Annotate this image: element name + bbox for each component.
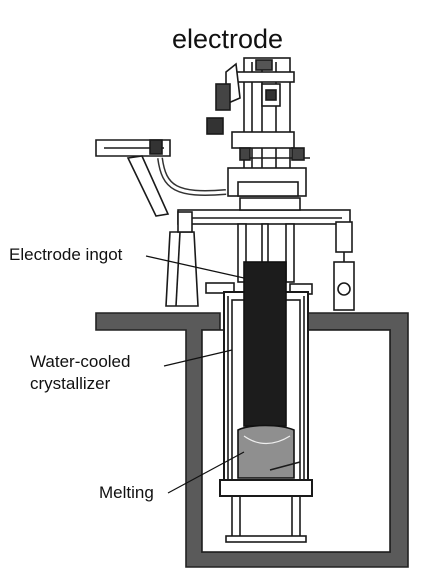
electrode-ingot bbox=[243, 261, 287, 427]
melt-pool bbox=[237, 424, 301, 479]
side-arm-and-hoses bbox=[95, 139, 227, 217]
label-electrode: electrode bbox=[172, 24, 284, 54]
leader-line-melting bbox=[167, 451, 245, 494]
leader-line-ingot bbox=[145, 255, 245, 279]
electrode-holder-mast bbox=[206, 57, 310, 197]
label-electrode-ingot: Electrode ingot bbox=[9, 245, 123, 264]
leader-line-crystallizer bbox=[163, 349, 233, 367]
label-crystallizer-line2: crystallizer bbox=[30, 374, 111, 393]
label-melting: Melting bbox=[99, 483, 154, 502]
guide-columns bbox=[237, 197, 301, 283]
label-crystallizer-line1: Water-cooled bbox=[30, 352, 131, 371]
